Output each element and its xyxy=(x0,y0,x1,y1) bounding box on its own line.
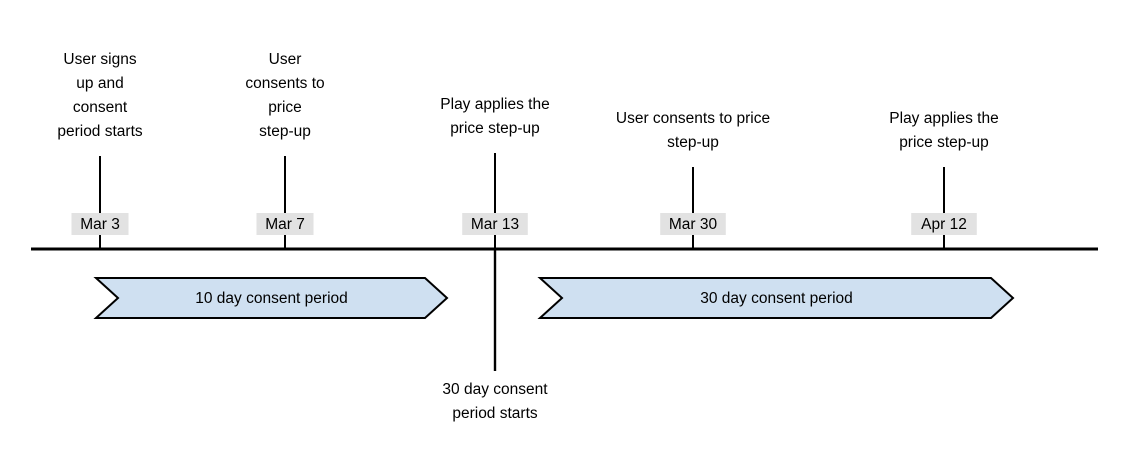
event-label-stepup-2: Play applies the xyxy=(889,110,998,127)
band-10-day xyxy=(93,277,449,319)
date-label-signup: Mar 3 xyxy=(80,216,120,233)
band-30-day xyxy=(537,277,1015,319)
event-label-signup: consent xyxy=(73,99,128,116)
note-30-day-start-label: period starts xyxy=(452,405,538,422)
date-label-consent-1: Mar 7 xyxy=(265,216,305,233)
event-label-consent-1: step-up xyxy=(259,123,311,140)
date-chip-stepup-2 xyxy=(911,213,977,235)
event-label-group: User signs up and consent period starts User… xyxy=(57,51,998,151)
consent-band-group: 10 day consent period 30 day consent peri… xyxy=(93,277,1015,319)
note-annotation: 30 day consent period starts xyxy=(442,249,548,422)
event-label-stepup-2: price step-up xyxy=(899,134,989,151)
date-label-stepup-1: Mar 13 xyxy=(471,216,519,233)
date-label-stepup-2: Apr 12 xyxy=(921,216,967,233)
event-label-stepup-1: price step-up xyxy=(450,120,540,137)
date-chip-signup xyxy=(71,213,129,235)
event-label-consent-2: User consents to price xyxy=(616,110,770,127)
date-chip-consent-1 xyxy=(256,213,314,235)
date-label-consent-2: Mar 30 xyxy=(669,216,718,233)
event-label-signup: period starts xyxy=(57,123,143,140)
date-chip-consent-2 xyxy=(660,213,726,235)
event-label-consent-1: price xyxy=(268,99,302,116)
event-label-stepup-1: Play applies the xyxy=(440,96,549,113)
event-label-consent-2: step-up xyxy=(667,134,719,151)
date-chip-group: Mar 3 Mar 7 Mar 13 Mar 30 Apr 12 xyxy=(71,213,977,235)
band-30-day-label: 30 day consent period xyxy=(700,290,853,307)
tick-stem-group xyxy=(99,153,945,249)
event-label-consent-1: consents to xyxy=(245,75,324,92)
event-label-consent-1: User xyxy=(269,51,302,68)
band-10-day-label: 10 day consent period xyxy=(195,290,348,307)
event-label-signup: User signs xyxy=(63,51,136,68)
note-30-day-start-label: 30 day consent xyxy=(442,381,548,398)
event-label-signup: up and xyxy=(76,75,123,92)
date-chip-stepup-1 xyxy=(462,213,528,235)
